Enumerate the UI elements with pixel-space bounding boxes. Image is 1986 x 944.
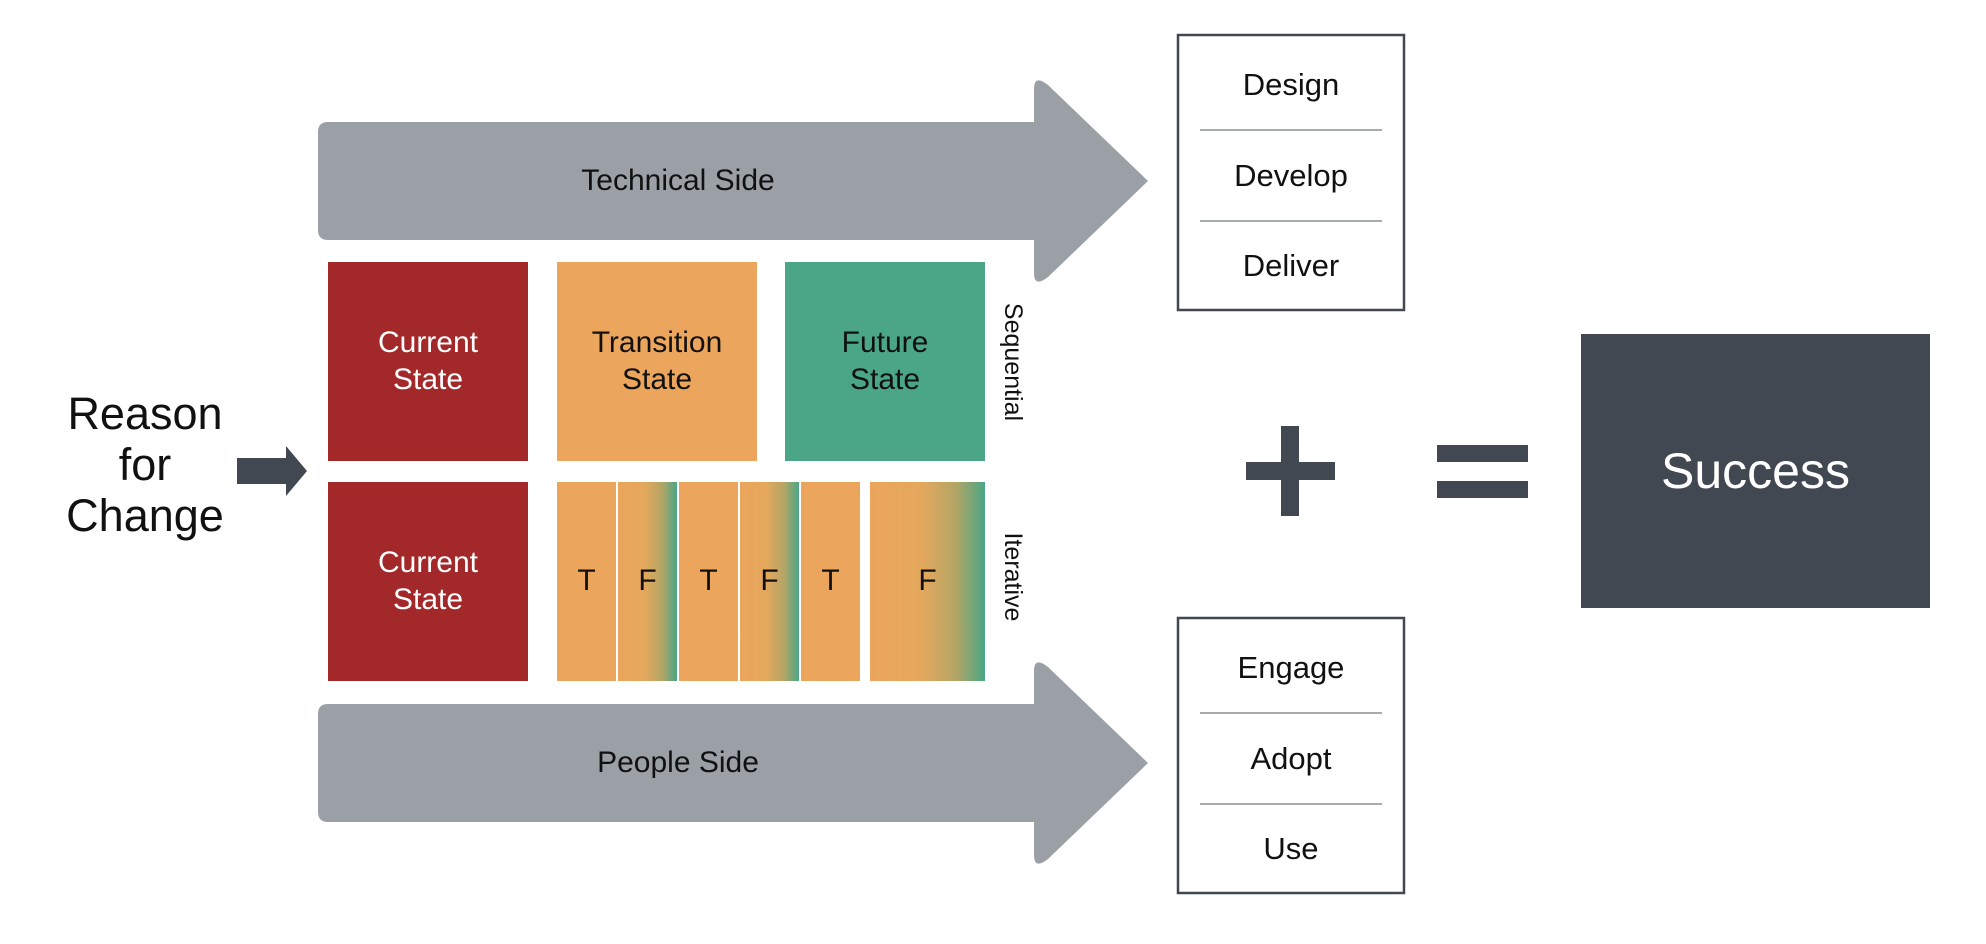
iterative-strip-label-3: T xyxy=(699,564,718,598)
iterative-current-block xyxy=(328,482,528,681)
iterative-current-line-1: Current xyxy=(377,545,479,579)
success-label: Success xyxy=(1661,442,1850,499)
technical-step-1: Design xyxy=(1242,67,1340,103)
iterative-strip-t3 xyxy=(801,482,860,681)
sequential-current-line-2: State xyxy=(392,362,464,396)
iterative-current-line-2: State xyxy=(392,582,464,616)
sequential-future-line-2: State xyxy=(849,362,921,396)
iterative-side-label: Iterative xyxy=(999,532,1028,622)
iterative-strip-label-5: T xyxy=(821,564,840,598)
sequential-future-block xyxy=(785,262,985,461)
reason-for-change-label: Reason for Change xyxy=(40,388,250,541)
iterative-strip-f1 xyxy=(618,482,677,681)
iterative-strip-t2 xyxy=(679,482,738,681)
iterative-strip-f3 xyxy=(870,482,985,681)
sequential-transition-block xyxy=(557,262,757,461)
iterative-current-label: Current State xyxy=(328,482,528,681)
equals-icon-bottom xyxy=(1437,481,1528,498)
equals-icon-top xyxy=(1437,445,1528,462)
plus-icon-vertical xyxy=(1281,426,1299,516)
iterative-strip-t1 xyxy=(557,482,616,681)
iterative-strip-label-2: F xyxy=(638,564,657,598)
technical-step-3: Deliver xyxy=(1242,247,1340,283)
technical-side-label: Technical Side xyxy=(581,163,775,197)
sequential-transition-line-2: State xyxy=(621,362,693,396)
sequential-transition-label: Transition State xyxy=(557,262,757,461)
iterative-strip-label-4: F xyxy=(760,564,779,598)
reason-line-1: Reason xyxy=(67,388,223,439)
iterative-strip-label-1: T xyxy=(577,564,596,598)
people-steps-box xyxy=(1176,616,1406,895)
reason-arrow-icon xyxy=(237,446,307,496)
people-side-arrow xyxy=(318,662,1148,864)
people-step-1: Engage xyxy=(1237,650,1345,686)
sequential-future-line-1: Future xyxy=(841,325,929,359)
sequential-current-label: Current State xyxy=(328,262,528,461)
technical-step-2: Develop xyxy=(1234,157,1348,193)
iterative-strip-f2 xyxy=(740,482,799,681)
sequential-side-label: Sequential xyxy=(999,302,1028,422)
technical-side-arrow xyxy=(318,80,1148,282)
reason-line-2: for xyxy=(118,439,172,490)
success-box xyxy=(1581,334,1930,608)
people-side-label: People Side xyxy=(597,745,759,779)
sequential-transition-line-1: Transition xyxy=(591,325,723,359)
reason-line-3: Change xyxy=(66,490,224,541)
people-step-2: Adopt xyxy=(1250,740,1332,776)
iterative-strip-label-6: F xyxy=(918,564,937,598)
sequential-current-line-1: Current xyxy=(377,325,479,359)
technical-steps-box xyxy=(1176,33,1406,312)
sequential-current-block xyxy=(328,262,528,461)
people-step-3: Use xyxy=(1263,830,1319,866)
sequential-future-label: Future State xyxy=(785,262,985,461)
